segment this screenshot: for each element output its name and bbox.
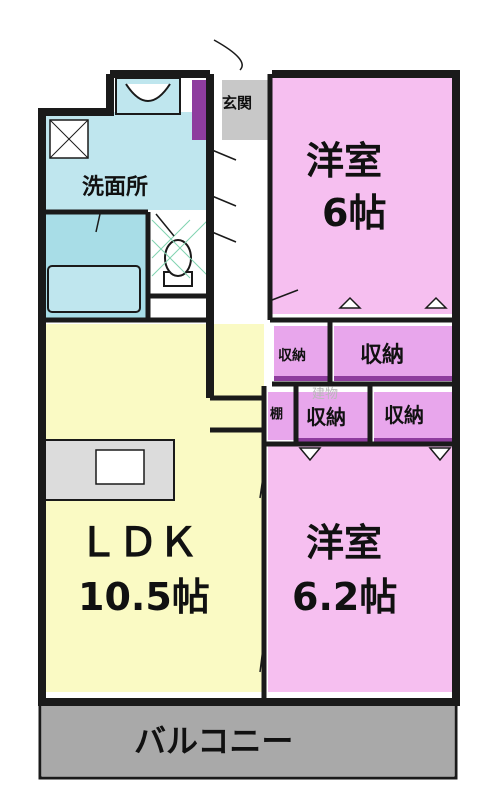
balcony-floor [42,706,454,776]
walls [38,70,460,706]
storage-r1-label: 収納 [360,342,404,368]
ldk-label: ＬＤＫ [78,520,198,566]
toilet-bowl [164,239,192,277]
western-room-2-label: 洋室 [306,521,382,565]
washbasin-bowl [125,83,171,102]
washroom-label: 洗面所 [82,175,148,200]
western-room-2-floor [268,444,456,692]
entrance-label: 玄関 [222,94,252,112]
shelf-label: 棚 [270,406,283,422]
bathtub [47,265,141,313]
pan-diagonal-2 [49,119,89,159]
western-room-1-label: 洋室 [306,139,382,183]
shelf-floor [268,392,294,440]
storage-mid-floor [298,392,368,440]
closet-door-r1 [334,376,452,381]
closet-door-right [374,438,452,443]
ldk-floor [42,324,264,692]
door-swings [95,39,299,673]
closet-markers [298,296,452,462]
ldk-size: 10.5帖 [78,575,210,619]
inner-walls [42,74,456,702]
watermark: 建物 [312,387,338,402]
storage-small-label: 収納 [278,347,306,364]
balcony-outline [38,702,458,780]
balcony-label: バルコニー [134,722,293,760]
entrance-floor [222,80,268,140]
closet-door-mid [298,438,368,443]
closet-door-small [274,376,328,381]
shoe-closet-door [192,80,206,140]
storage-right-label: 収納 [384,403,424,427]
storage-right-floor [374,392,452,440]
storage-r1-floor [334,326,452,376]
kitchen-sink [95,449,145,485]
western-room-1-size: 6帖 [322,191,386,235]
storage-mid-label: 収納 [306,405,346,429]
western-room-2-size: 6.2帖 [292,575,397,619]
western-room-1-floor [272,74,457,314]
toilet-tile-pattern [151,219,209,279]
storage-small-floor [274,326,328,376]
